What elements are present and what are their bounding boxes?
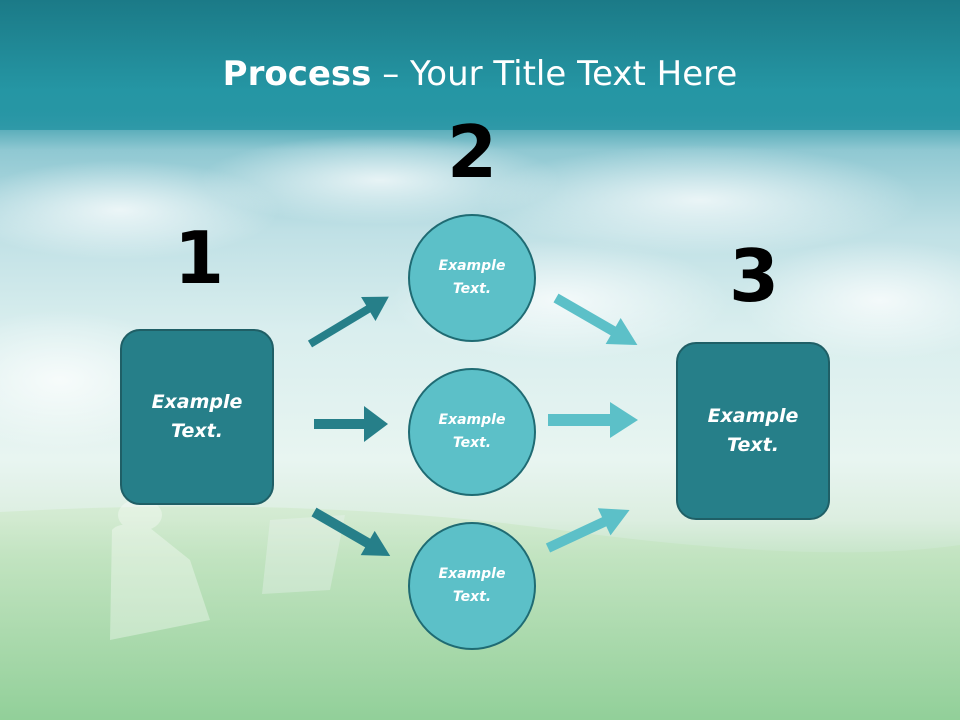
title-separator: – bbox=[382, 54, 400, 94]
arrow-1-to-middle bbox=[314, 406, 388, 442]
circle-center-text: Example Text. bbox=[438, 412, 506, 451]
step-3-box: Example Text. bbox=[676, 342, 830, 520]
slide-title: Process – Your Title Text Here bbox=[0, 52, 960, 96]
arrow-top-to-3 bbox=[553, 293, 638, 345]
arrow-bottom-to-3 bbox=[545, 508, 630, 553]
title-rest: Your Title Text Here bbox=[410, 54, 738, 94]
circle-top-text: Example Text. bbox=[438, 258, 506, 297]
arrow-middle-to-3 bbox=[548, 402, 638, 438]
title-bold: Process bbox=[222, 54, 372, 94]
middle-circle-top: Example Text. bbox=[408, 214, 536, 342]
dark-arrows bbox=[307, 296, 391, 556]
step-1-box: Example Text. bbox=[120, 329, 274, 505]
step-number-3: 3 bbox=[728, 234, 780, 318]
circle-bottom-text: Example Text. bbox=[438, 566, 506, 605]
step-number-1: 1 bbox=[173, 216, 225, 300]
arrow-1-to-top bbox=[307, 296, 389, 348]
step-number-2: 2 bbox=[446, 110, 498, 194]
arrow-1-to-bottom bbox=[311, 507, 391, 556]
step-1-text: Example Text. bbox=[151, 391, 243, 442]
light-arrows bbox=[545, 293, 638, 553]
step-3-text: Example Text. bbox=[707, 405, 799, 456]
middle-circle-center: Example Text. bbox=[408, 368, 536, 496]
title-band bbox=[0, 0, 960, 130]
middle-circle-bottom: Example Text. bbox=[408, 522, 536, 650]
